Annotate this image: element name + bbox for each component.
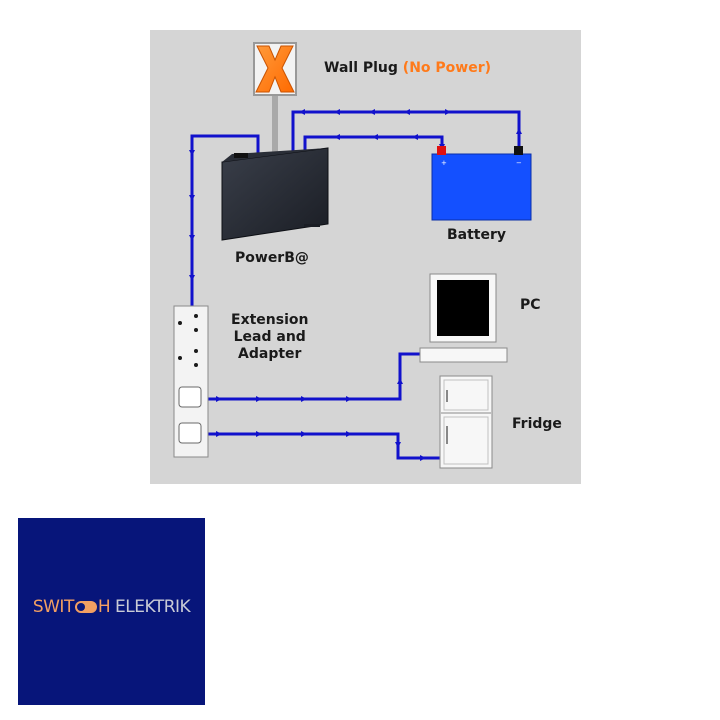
battery-positive-terminal: [437, 146, 446, 155]
logo-switch-end: H: [97, 597, 111, 617]
pc-computer: [419, 273, 508, 363]
switch-elektrik-logo: SWIT H ELEKTRIK: [18, 518, 205, 705]
logo-switch-start: SWIT: [32, 597, 75, 617]
extension-label-line-1: Extension: [231, 312, 309, 328]
fridge-label: Fridge: [512, 416, 562, 432]
extension-label-line-2: Lead and: [233, 329, 306, 345]
pc-label: PC: [520, 297, 541, 313]
logo-switch-text: SWIT H: [32, 597, 111, 617]
extension-lead-adapter: [173, 305, 209, 458]
wall-plug-status: (No Power): [402, 60, 492, 76]
wall-plug-label-text: Wall Plug: [324, 60, 398, 76]
svg-text:−: −: [516, 159, 522, 167]
adapter-socket-2: [178, 422, 202, 444]
adapter-socket-1: [178, 386, 202, 408]
powerbox-label: PowerB@: [235, 250, 309, 266]
no-power-x-icon: [255, 45, 295, 93]
fridge-appliance: [439, 375, 493, 469]
extension-label-line-3: Adapter: [238, 346, 302, 362]
diagram-canvas: + −: [150, 30, 581, 484]
pc-base: [419, 347, 508, 363]
wall-plug-cable: [272, 90, 278, 154]
extension-label: Extension Lead and Adapter: [231, 312, 308, 363]
wire-powerbox-to-extension: [190, 134, 260, 308]
toggle-switch-icon: [74, 601, 97, 613]
battery-label: Battery: [447, 227, 507, 243]
svg-text:+: +: [441, 159, 447, 167]
logo-elektrik-text: ELEKTRIK: [115, 597, 191, 617]
powerbox-unit: [221, 147, 329, 241]
battery-unit: + −: [431, 146, 532, 221]
logo-wordmark: SWIT H ELEKTRIK: [18, 597, 205, 617]
wall-plug: [253, 42, 297, 154]
pc-screen: [437, 280, 489, 336]
battery-negative-terminal: [514, 146, 523, 155]
wall-plug-label: Wall Plug (No Power): [324, 60, 491, 77]
diagram-background: [150, 30, 581, 484]
ups-diagram: + − Wall Plug: [150, 30, 581, 484]
